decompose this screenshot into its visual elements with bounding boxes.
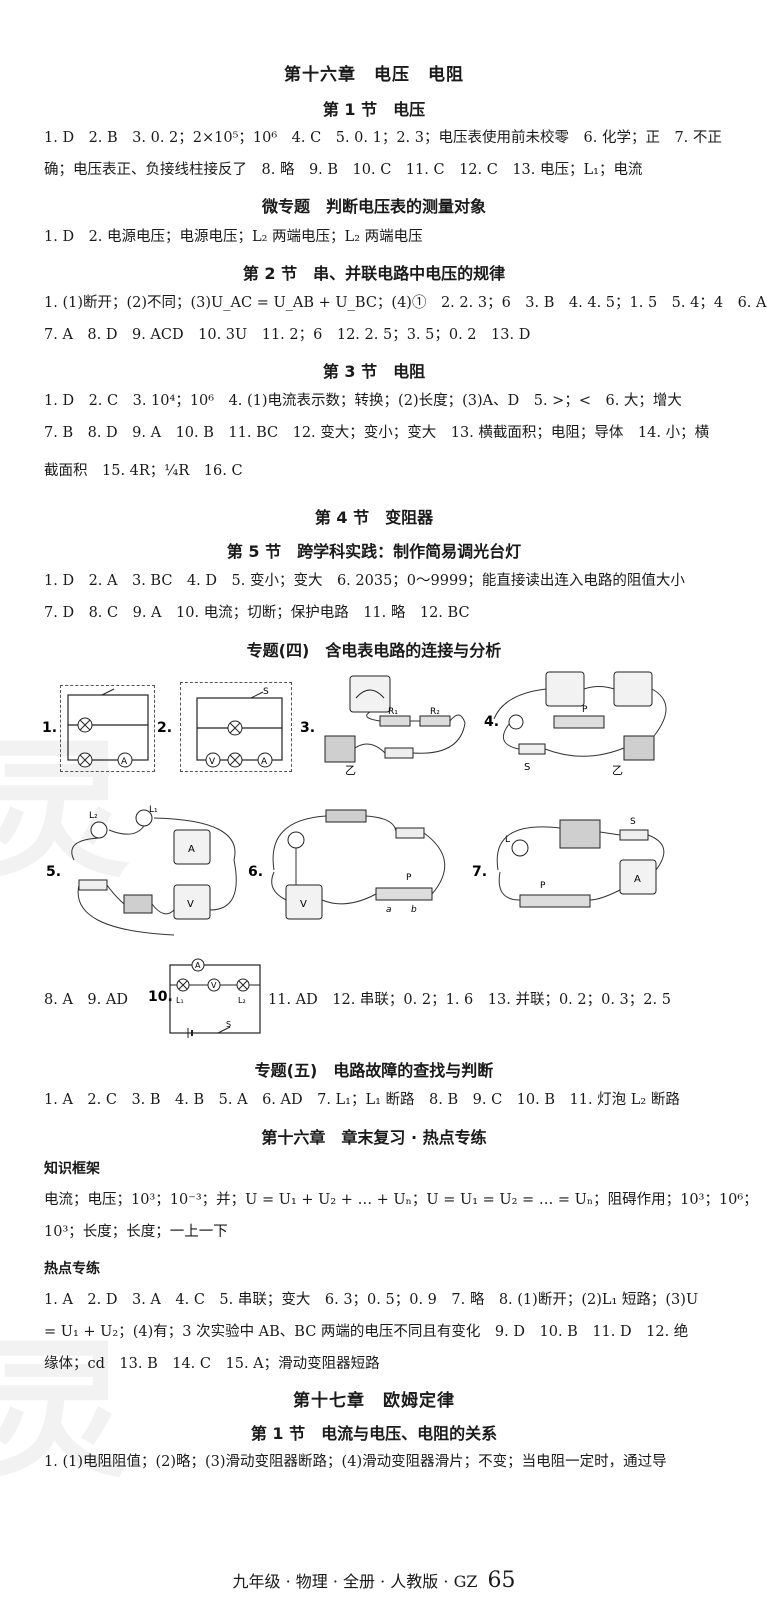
- figure-7-number: 7.: [472, 864, 487, 880]
- figure-1-number: 1.: [42, 720, 57, 736]
- hot-practice-title: 热点专练: [44, 1261, 100, 1277]
- figure-2-number: 2.: [157, 720, 172, 736]
- svg-text:a: a: [386, 905, 392, 915]
- watermark: 灵: [0, 1325, 131, 1499]
- micro-topic-title: 微专题 判断电压表的测量对象: [261, 197, 486, 216]
- answer-line: 1. D 2. 电源电压；电源电压；L₂ 两端电压；L₂ 两端电压: [44, 229, 423, 245]
- section-1-title: 第 1 节 电压: [322, 100, 426, 119]
- svg-text:A: A: [261, 757, 268, 767]
- answer-line: 7. A 8. D 9. ACD 10. 3U 11. 2；6 12. 2. 5…: [44, 327, 531, 343]
- svg-text:S: S: [630, 817, 636, 827]
- answer-line: 确；电压表正、负接线柱接反了 8. 略 9. B 10. C 11. C 12.…: [44, 162, 643, 178]
- svg-text:S: S: [524, 762, 530, 773]
- answer-page: 灵 灵 第十六章 电压 电阻 第 1 节 电压 1. D 2. B 3. 0. …: [0, 65, 767, 1593]
- answer-line: 7. B 8. D 9. A 10. B 11. BC 12. 变大；变小；变大…: [44, 425, 710, 441]
- svg-text:L₂: L₂: [238, 996, 246, 1005]
- figure-2-circuit: 2. S V A: [157, 687, 283, 768]
- svg-text:L₁: L₁: [149, 805, 158, 815]
- answer-line: 电流；电压；10³；10⁻³；并；U = U₁ + U₂ + … + Uₙ；U …: [44, 1192, 758, 1208]
- answer-line: 截面积 15. 4R；¼R 16. C: [44, 463, 243, 479]
- answer-line: 10³；长度；长度；一上一下: [44, 1224, 228, 1240]
- answer-line: 1. D 2. C 3. 10⁴；10⁶ 4. (1)电流表示数；转换；(2)长…: [44, 393, 682, 409]
- svg-text:b: b: [411, 905, 417, 915]
- svg-text:R₁: R₁: [388, 707, 398, 717]
- chapter-review-title: 第十六章 章末复习 · 热点专练: [261, 1128, 487, 1147]
- answer-line: 1. (1)电阻阻值；(2)略；(3)滑动变阻器断路；(4)滑动变阻器滑片；不变…: [44, 1454, 667, 1470]
- svg-text:V: V: [300, 899, 307, 910]
- topic-5-title: 专题(五) 电路故障的查找与判断: [254, 1061, 494, 1080]
- figure-4-number: 4.: [484, 714, 499, 730]
- svg-text:V: V: [187, 899, 194, 910]
- section-4-title: 第 4 节 变阻器: [314, 508, 434, 527]
- figure-1-circuit: 1. A: [42, 688, 149, 768]
- answer-line: 8. A 9. AD: [44, 992, 128, 1008]
- figure-2-box: [180, 682, 292, 772]
- svg-text:乙: 乙: [612, 764, 623, 777]
- answer-line: 7. D 8. C 9. A 10. 电流；切断；保护电路 11. 略 12. …: [44, 605, 470, 621]
- svg-text:V: V: [211, 981, 217, 990]
- figure-7-circuit: 7. L S A P: [472, 817, 665, 908]
- answer-line: 1. A 2. C 3. B 4. B 5. A 6. AD 7. L₁；L₁ …: [44, 1092, 680, 1108]
- figure-3-circuit: 3. R₁ R₂ 乙: [300, 675, 466, 777]
- section-3-title: 第 3 节 电阻: [322, 362, 426, 381]
- answer-line: 11. AD 12. 串联；0. 2；1. 6 13. 并联；0. 2；0. 3…: [268, 992, 671, 1008]
- chapter-17-title: 第十七章 欧姆定律: [293, 1391, 455, 1411]
- svg-text:S: S: [226, 1020, 231, 1029]
- section-2-title: 第 2 节 串、并联电路中电压的规律: [242, 264, 506, 283]
- answer-line: 缘体；cd 13. B 14. C 15. A；滑动变阻器短路: [44, 1356, 380, 1372]
- page-number: 65: [487, 1568, 516, 1593]
- svg-text:A: A: [195, 961, 201, 970]
- figure-10-number: 10.: [148, 989, 173, 1005]
- figure-1-box: [60, 685, 155, 772]
- svg-text:P: P: [540, 881, 546, 891]
- svg-text:A: A: [188, 844, 195, 855]
- section-5-title: 第 5 节 跨学科实践：制作简易调光台灯: [226, 542, 522, 561]
- svg-text:乙: 乙: [345, 764, 356, 777]
- svg-text:L: L: [505, 835, 510, 845]
- answer-line: 1. (1)断开；(2)不同；(3)U_AC = U_AB + U_BC；(4)…: [44, 295, 767, 311]
- answer-line: = U₁ + U₂；(4)有；3 次实验中 AB、BC 两端的电压不同且有变化 …: [44, 1324, 689, 1340]
- answer-line: 1. D 2. A 3. BC 4. D 5. 变小；变大 6. 2035；0～…: [44, 573, 685, 589]
- knowledge-framework-title: 知识框架: [44, 1161, 100, 1177]
- answer-line: 1. A 2. D 3. A 4. C 5. 串联；变大 6. 3；0. 5；0…: [44, 1292, 699, 1308]
- chapter-17-section-1-title: 第 1 节 电流与电压、电阻的关系: [250, 1424, 498, 1443]
- svg-text:V: V: [209, 757, 216, 767]
- svg-text:S: S: [263, 687, 269, 697]
- footer-book-info: 九年级 · 物理 · 全册 · 人教版 · GZ: [232, 1572, 478, 1591]
- svg-text:L₁: L₁: [176, 996, 184, 1005]
- topic-4-title: 专题(四) 含电表电路的连接与分析: [246, 641, 502, 660]
- chapter-16-title: 第十六章 电压 电阻: [284, 65, 464, 85]
- svg-text:R₂: R₂: [430, 707, 440, 717]
- figure-3-number: 3.: [300, 720, 315, 736]
- figure-5-circuit: 5. L₂ L₁ A V: [46, 805, 237, 936]
- svg-text:A: A: [121, 757, 128, 767]
- figure-4-circuit: 4. P S 乙: [484, 671, 667, 777]
- svg-text:P: P: [406, 873, 412, 883]
- figure-6-number: 6.: [248, 864, 263, 880]
- page-footer: 九年级 · 物理 · 全册 · 人教版 · GZ 65: [0, 1568, 748, 1593]
- figure-6-circuit: 6. V P a b: [248, 809, 446, 920]
- svg-text:A: A: [634, 874, 641, 885]
- figure-10-circuit: 10. A L₁ V L₂ S: [148, 958, 261, 1038]
- answer-line: 1. D 2. B 3. 0. 2；2×10⁵；10⁶ 4. C 5. 0. 1…: [44, 130, 722, 146]
- svg-text:L₂: L₂: [89, 811, 98, 821]
- watermark: 灵: [0, 725, 131, 899]
- svg-text:P: P: [582, 705, 588, 715]
- figure-5-number: 5.: [46, 864, 61, 880]
